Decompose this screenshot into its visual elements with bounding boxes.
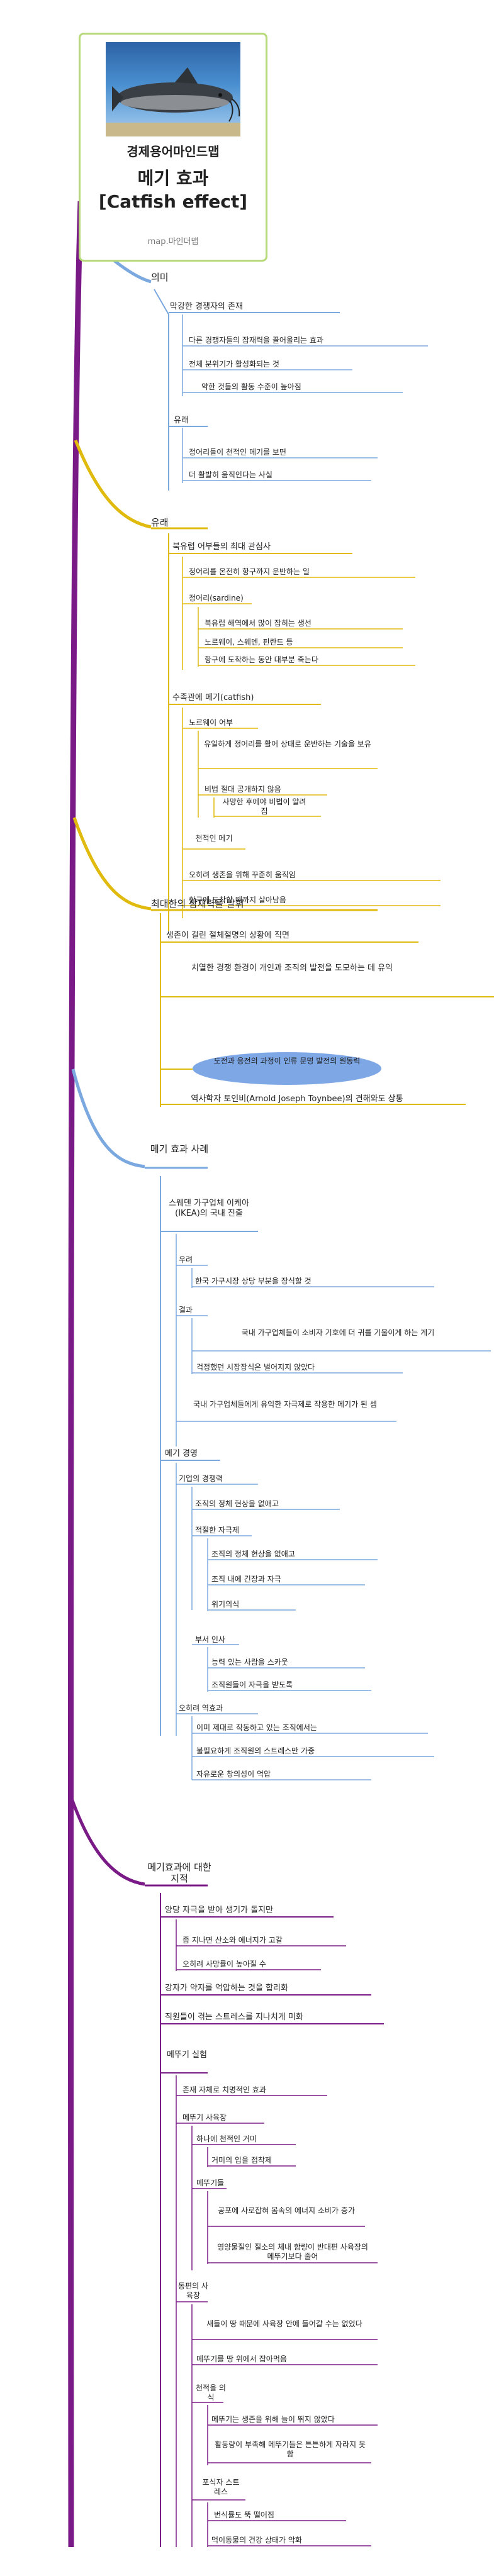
node-sardine[interactable]: 정어리(sardine) <box>189 594 244 602</box>
node-listen-consumers[interactable]: 국내 가구업체들이 소비자 기호에 더 귀를 기울이게 하는 계기 <box>241 1328 435 1337</box>
node-crisis-awareness[interactable]: 위기의식 <box>211 1600 240 1609</box>
node-aware-enemy[interactable]: 천적을 의식 <box>196 2384 226 2402</box>
node-worry-detail[interactable]: 한국 가구시장 상당 부분을 장식할 것 <box>195 1277 312 1285</box>
node-caught-north-europe[interactable]: 북유럽 해역에서 많이 잡히는 생선 <box>205 619 312 628</box>
node-health-worse[interactable]: 먹이동물의 건강 상태가 악화 <box>211 2536 302 2545</box>
node-move-more[interactable]: 더 활발히 움직인다는 사실 <box>189 470 272 479</box>
topic-origin-1[interactable]: 유래 <box>174 416 189 425</box>
topic-fishermen-concern[interactable]: 북유럽 어부들의 최대 관심사 <box>172 542 271 552</box>
branch-criticism[interactable]: 메기효과에 대한 지적 <box>147 1862 211 1884</box>
node-creativity[interactable]: 자유로운 창의성이 억압 <box>196 1770 271 1779</box>
topic-east-cage[interactable]: 동편의 사육장 <box>178 2282 208 2300</box>
catfish-picture-icon <box>106 42 240 136</box>
node-breeding-drop[interactable]: 번식률도 뚝 떨어짐 <box>214 2511 274 2519</box>
node-fierce-competition[interactable]: 치열한 경쟁 환경이 개인과 조직의 발전을 도모하는 데 유익 <box>191 963 393 973</box>
node-transport-sardine[interactable]: 정어리를 온전히 항구까지 운반하는 일 <box>189 567 310 576</box>
node-unique-technique[interactable]: 유일하게 정어리를 활어 상태로 운반하는 기술을 보유 <box>204 740 371 748</box>
node-sardine-see-catfish[interactable]: 정어리들이 천적인 메기를 보면 <box>189 448 286 457</box>
node-tension[interactable]: 조직 내에 긴장과 자극 <box>211 1575 281 1584</box>
topic-catfish-tank[interactable]: 수족관에 메기(catfish) <box>172 693 254 702</box>
node-stress[interactable]: 불필요하게 조직원의 스트레스만 가중 <box>196 1746 315 1755</box>
node-glorify-stress[interactable]: 직원들이 겪는 스트레스를 지나치게 미화 <box>165 2012 303 2022</box>
topic-ikea[interactable]: 스웨덴 가구업체 이케아(IKEA)의 국내 진출 <box>169 1199 249 1218</box>
node-result[interactable]: 결과 <box>179 1306 193 1314</box>
branch-origin[interactable]: 유래 <box>151 517 169 528</box>
node-justify-oppression[interactable]: 강자가 약자를 억압하는 것을 합리화 <box>165 1984 288 1993</box>
node-birds-outside[interactable]: 새들이 땅 때문에 사육장 안에 들어갈 수는 없었다 <box>206 2319 362 2328</box>
node-eat-on-ground[interactable]: 메뚜기를 땅 위에서 잡아먹음 <box>196 2355 287 2363</box>
branch-cases[interactable]: 메기 효과 사례 <box>150 1143 209 1155</box>
node-stimulate-members[interactable]: 조직원들이 자극을 받도록 <box>211 1680 293 1689</box>
node-scout[interactable]: 능력 있는 사람을 스카웃 <box>211 1658 288 1667</box>
topic-powerful-competitor[interactable]: 막강한 경쟁자의 존재 <box>170 302 243 311</box>
node-mortality-rise[interactable]: 오히려 사망률이 높아질 수 <box>182 1960 266 1968</box>
node-norway-fisherman[interactable]: 노르웨이 어부 <box>189 718 233 727</box>
node-oxygen-depleted[interactable]: 좀 지나면 산소와 에너지가 고갈 <box>182 1936 283 1945</box>
map-subtitle: 경제용어마인드맵 <box>126 144 220 159</box>
branch-meaning[interactable]: 의미 <box>151 272 169 283</box>
node-worry[interactable]: 우려 <box>179 1255 193 1264</box>
node-proper-stimulus[interactable]: 적절한 자극제 <box>195 1526 240 1535</box>
node-backfire[interactable]: 오히려 역효과 <box>179 1704 223 1713</box>
node-competitiveness[interactable]: 기업의 경쟁력 <box>179 1474 223 1483</box>
node-die-on-arrival[interactable]: 항구에 도착하는 동안 대부분 죽는다 <box>205 655 318 664</box>
node-survive-arrival[interactable]: 항구에 도착할 때까지 살아남음 <box>189 896 286 904</box>
node-remove-stagnation[interactable]: 조직의 정체 현상을 없애고 <box>195 1499 279 1508</box>
central-title: 메기 효과 [Catfish effect] <box>81 167 266 213</box>
node-spider-mouth-glued[interactable]: 거미의 입을 접착제 <box>211 2156 272 2165</box>
node-weak-activity-rise[interactable]: 약한 것들의 활동 수준이 높아짐 <box>201 382 301 391</box>
node-predator-stress[interactable]: 포식자 스트레스 <box>202 2478 240 2496</box>
node-life-or-death[interactable]: 생존이 걸린 절체절명의 상황에 직면 <box>166 931 289 940</box>
central-title-korean: 메기 효과 <box>137 168 209 189</box>
node-hr[interactable]: 부서 인사 <box>195 1635 225 1644</box>
node-grasshoppers[interactable]: 메뚜기들 <box>196 2179 225 2187</box>
node-grasshopper-cage[interactable]: 메뚜기 사육장 <box>182 2113 227 2122</box>
credit-text: map.마인더맵 <box>147 237 199 247</box>
node-not-jumping[interactable]: 메뚜기는 생존을 위해 늘이 뛰지 않았다 <box>211 2415 335 2424</box>
node-useful-stimulus[interactable]: 국내 가구업체들에게 유익한 자극제로 작용한 메기가 된 셈 <box>193 1400 377 1409</box>
node-secret-kept[interactable]: 비법 절대 공개하지 않음 <box>205 785 281 794</box>
central-topic-card[interactable]: 경제용어마인드맵 메기 효과 [Catfish effect] map.마인더맵 <box>79 33 267 262</box>
node-keep-moving[interactable]: 오히려 생존을 위해 꾸준히 움직임 <box>189 870 296 879</box>
highlight-bubble <box>193 1052 381 1085</box>
node-challenge-response[interactable]: 도전과 응전의 과정이 인류 문명 발전의 원동력 <box>213 1057 361 1065</box>
node-not-grow-strong[interactable]: 활동량이 부족해 메뚜기들은 튼튼하게 자라지 못함 <box>215 2440 366 2458</box>
node-no-takeover[interactable]: 걱정했던 시장장식은 벌어지지 않았다 <box>196 1363 315 1372</box>
node-natural-enemy[interactable]: 천적인 메기 <box>195 834 233 843</box>
node-secret-revealed[interactable]: 사망한 후에야 비법이 알려짐 <box>222 797 306 816</box>
node-working-org[interactable]: 이미 제대로 작동하고 있는 조직에서는 <box>196 1723 317 1732</box>
node-fatal-presence[interactable]: 존재 자체로 치명적인 효과 <box>182 2085 266 2094</box>
node-nitrogen-drop[interactable]: 영양물질인 질소의 체내 함량이 반대편 사육장의 메뚜기보다 줄어 <box>217 2243 368 2261</box>
node-spider[interactable]: 하나에 천적인 거미 <box>196 2135 257 2143</box>
central-title-english: [Catfish effect] <box>98 191 248 212</box>
node-countries[interactable]: 노르웨이, 스웨덴, 핀란드 등 <box>205 638 293 647</box>
node-fear-energy[interactable]: 공포에 사로잡혀 몸속의 에너지 소비가 증가 <box>218 2206 355 2215</box>
topic-catfish-management[interactable]: 메기 경영 <box>165 1449 198 1458</box>
node-raise-potential[interactable]: 다른 경쟁자들의 잠재력을 끌어올리는 효과 <box>189 336 323 345</box>
node-whole-activation[interactable]: 전체 분위기가 활성화되는 것 <box>189 360 279 369</box>
branch-max-potential[interactable]: 최대한의 잠재력을 발휘 <box>151 898 244 909</box>
node-stimulus-energized[interactable]: 양당 자극을 받아 생기가 돌지만 <box>165 1906 274 1915</box>
topic-grasshopper-experiment[interactable]: 메뚜기 실험 <box>167 2050 207 2060</box>
node-remove-stagnation-2[interactable]: 조직의 정체 현상을 없애고 <box>211 1550 295 1558</box>
node-toynbee[interactable]: 역사학자 토인비(Arnold Joseph Toynbee)의 견해와도 상통 <box>191 1094 403 1104</box>
